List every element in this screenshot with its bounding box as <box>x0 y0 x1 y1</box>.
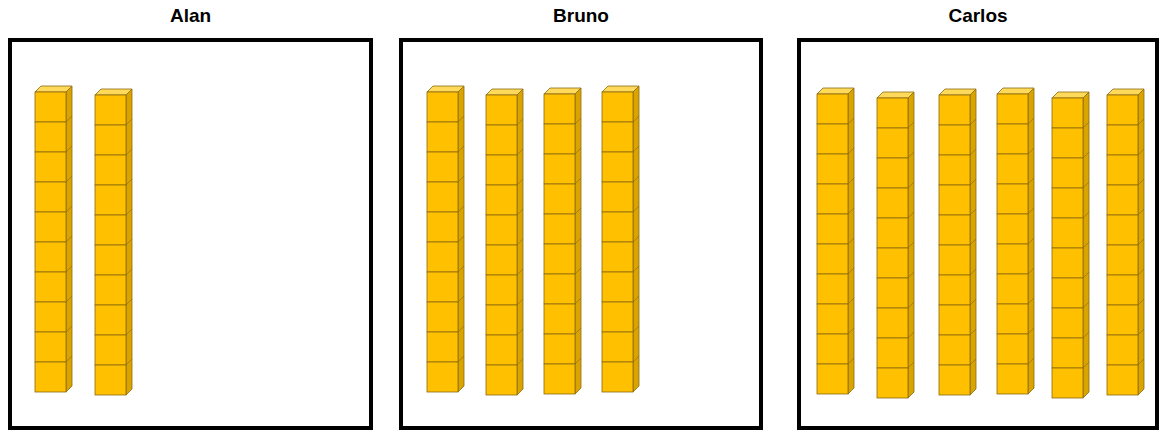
box-border <box>8 38 373 430</box>
box-title: Carlos <box>797 4 1159 28</box>
student-box: Alan <box>8 0 373 430</box>
box-border <box>399 38 763 430</box>
student-box: Carlos <box>797 0 1159 430</box>
box-title: Bruno <box>399 4 763 28</box>
box-border <box>797 38 1159 430</box>
box-title: Alan <box>8 4 373 28</box>
student-box: Bruno <box>399 0 763 430</box>
